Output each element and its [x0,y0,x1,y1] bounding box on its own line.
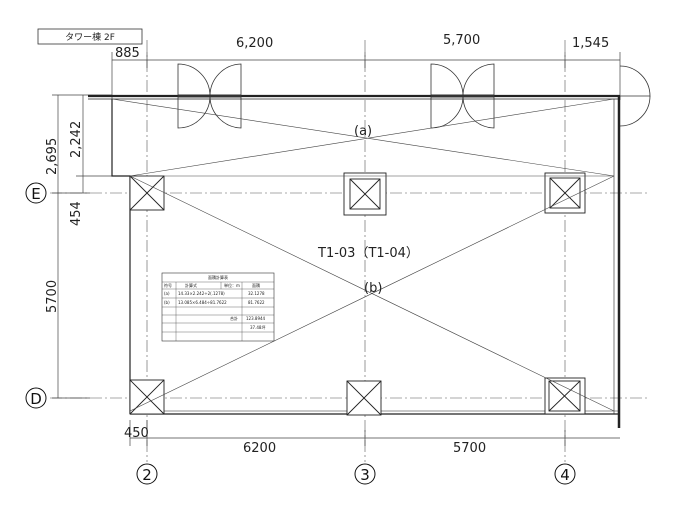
column-e2 [129,175,165,211]
table-total-value: 123.8944 [246,316,266,321]
axis-marker-3: 3 [354,463,376,485]
area-diagonals [111,98,615,412]
table-title: 面積計算表 [208,274,228,280]
axis-label-2: 2 [142,466,152,484]
table-total-label: 合計 [230,315,238,321]
column-e3 [343,172,387,216]
axis-label-3: 3 [360,466,370,484]
axis-label-e: E [31,185,40,203]
table-tsubo-value: 37.48坪 [250,324,265,330]
table-row-a-sign: (a) [164,291,170,296]
table-header-area: 面積 [252,282,260,288]
dim-top-6200: 6,200 [236,36,273,51]
columns [129,172,586,416]
table-header-sign: 符号 [164,282,172,288]
dim-bottom-5700: 5700 [453,441,486,456]
room-label: T1-03（T1-04） [317,246,419,261]
axis-marker-2: 2 [136,463,158,485]
table-row-a-area: 32.1278 [248,291,265,296]
table-row-b-formula: 13.085×6.484÷81.7622 [178,300,227,305]
table-row-a-formula: 14.33×2.242÷2(.1278) [178,291,225,296]
column-d4 [544,377,586,415]
dimension-lines [52,52,621,446]
column-d3 [346,380,382,416]
axis-marker-d: D [25,387,47,409]
area-calc-table: 面積計算表 符号 計算式 単位：m 面積 (a) 14.33×2.242÷2(.… [161,272,275,342]
drawing-title: タワー棟 2F [65,31,115,43]
dim-top-885: 885 [115,46,140,61]
table-row-b-sign: (b) [164,300,170,305]
table-header-unit: 単位：m [224,282,240,288]
axis-marker-e: E [25,182,47,204]
dim-left-454: 454 [69,201,84,226]
dim-top-1545: 1,545 [572,36,609,51]
dim-top-5700: 5,700 [443,33,480,48]
walls [88,94,621,428]
diagonal-label-b: (b) [364,281,382,296]
axis-label-d: D [30,390,42,408]
dim-left-2242: 2,242 [69,121,84,158]
table-row-b-area: 81.7622 [248,300,265,305]
table-header-formula: 計算式 [185,282,197,288]
diagonal-label-a: (a) [354,124,372,139]
doors [177,63,651,129]
dim-bottom-6200: 6200 [243,441,276,456]
title-box: タワー棟 2F [37,28,143,45]
dim-bottom-450: 450 [124,426,149,441]
axis-label-4: 4 [560,466,570,484]
dim-left-2695: 2,695 [45,138,60,175]
dim-left-5700: 5700 [45,280,60,313]
axis-marker-4: 4 [554,463,576,485]
